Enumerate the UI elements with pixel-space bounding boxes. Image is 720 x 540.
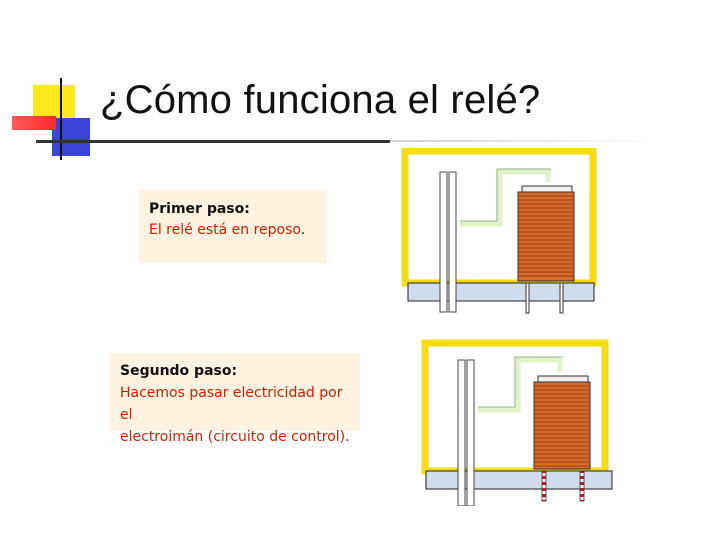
control-wire-outline — [478, 356, 563, 408]
coil — [517, 191, 575, 282]
step-1-text: El relé está en reposo — [149, 222, 301, 238]
control-wire — [460, 169, 551, 227]
control-wire — [478, 357, 563, 413]
title-underline — [36, 140, 390, 143]
terminal-right — [559, 282, 564, 314]
step-2-heading: Segundo paso: — [120, 363, 238, 379]
terminal-left — [525, 282, 530, 314]
relay-diagram-energized — [421, 339, 613, 506]
relay-diagram-rest — [401, 148, 597, 314]
step-2-text-line-2: electroimán (circuito de control). — [120, 429, 350, 445]
ornament-vertical-line — [60, 78, 62, 160]
step-1-period: . — [300, 222, 306, 238]
terminal-right-energized — [579, 470, 585, 502]
control-wire-outline — [460, 168, 551, 222]
contact-arm-outer — [457, 359, 466, 506]
relay-base — [407, 282, 595, 302]
step-1-text-line: El relé está en reposo. — [149, 220, 317, 241]
contact-arm-outer — [439, 171, 448, 313]
contact-arm-inner — [466, 359, 475, 506]
title-underline-fade — [390, 140, 660, 142]
coil-windings — [534, 385, 590, 467]
ornament-red-bar — [12, 116, 56, 130]
coil-top-cap — [537, 375, 589, 383]
step-1-box: Primer paso: El relé está en reposo. — [139, 190, 327, 263]
step-2-box: Segundo paso: Hacemos pasar electricidad… — [110, 353, 360, 445]
step-1-heading: Primer paso: — [149, 201, 250, 217]
contact-arm-inner — [448, 171, 457, 313]
title-ornament — [0, 0, 720, 170]
coil-windings — [518, 195, 574, 277]
coil — [533, 381, 591, 470]
coil-top-cap — [521, 185, 573, 193]
ornament-blue-square — [52, 118, 90, 156]
terminal-left-energized — [541, 470, 547, 502]
slide-title: ¿Cómo funciona el relé? — [100, 78, 541, 122]
step-2-text-line-1: Hacemos pasar electricidad por el — [120, 385, 343, 423]
